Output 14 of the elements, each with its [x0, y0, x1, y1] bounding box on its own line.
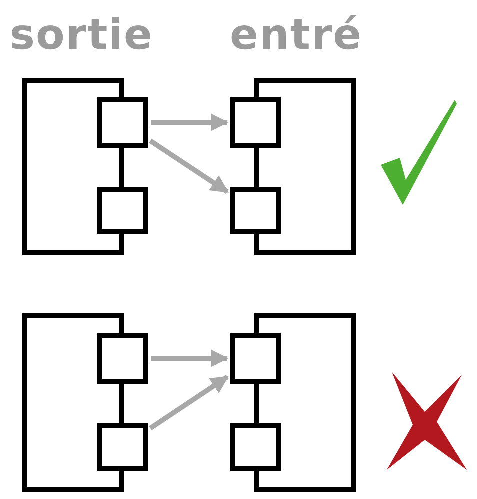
port-square: [230, 333, 281, 384]
port-square: [97, 333, 148, 384]
arrow: [151, 114, 229, 132]
output-label: sortie: [10, 14, 154, 56]
port-square: [97, 187, 148, 234]
input-label: entré: [230, 14, 363, 56]
port-square: [230, 423, 281, 471]
port-square: [97, 423, 148, 471]
arrow: [149, 375, 229, 430]
arrow: [149, 138, 229, 194]
port-square: [97, 97, 148, 148]
port-square: [230, 97, 281, 148]
arrow: [151, 350, 229, 368]
port-square: [230, 187, 281, 234]
